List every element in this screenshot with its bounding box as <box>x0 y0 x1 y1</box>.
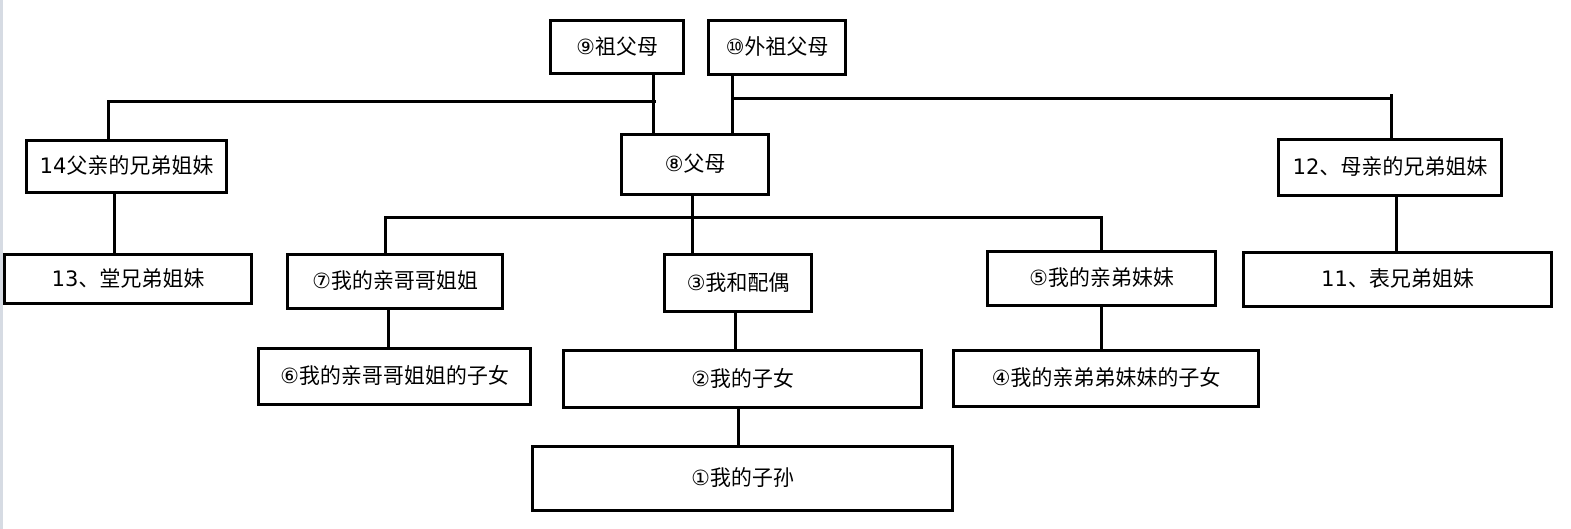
connector-line <box>691 195 694 255</box>
node-younger-siblings-children: ④我的亲弟弟妹妹的子女 <box>952 349 1260 408</box>
connector-line <box>1390 94 1393 140</box>
node-grandparents: ⑨祖父母 <box>549 19 685 75</box>
connector-line <box>387 308 390 348</box>
connector-line <box>1100 305 1103 351</box>
node-maternal-grandparents: ⑩外祖父母 <box>707 19 847 76</box>
node-my-grandchildren: ①我的子孙 <box>531 445 954 512</box>
connector-line <box>652 74 655 134</box>
node-maternal-cousins: 11、表兄弟姐妹 <box>1242 251 1553 308</box>
node-mother-siblings: 12、母亲的兄弟姐妹 <box>1277 138 1503 197</box>
left-edge-strip <box>0 0 3 529</box>
connector-line <box>734 310 737 350</box>
node-paternal-cousins: 13、堂兄弟姐妹 <box>3 253 253 305</box>
node-father-siblings: 14父亲的兄弟姐妹 <box>25 139 228 194</box>
connector-line <box>384 216 387 255</box>
connector-line <box>731 97 1393 100</box>
node-parents: ⑧父母 <box>620 133 770 196</box>
node-younger-siblings: ⑤我的亲弟妹妹 <box>986 250 1217 307</box>
connector-line <box>107 100 110 141</box>
connector-line <box>1100 216 1103 252</box>
node-elder-siblings: ⑦我的亲哥哥姐姐 <box>286 253 504 310</box>
node-my-children: ②我的子女 <box>562 349 923 409</box>
connector-line <box>384 216 1103 219</box>
connector-line <box>737 406 740 446</box>
connector-line <box>113 192 116 254</box>
node-me-and-spouse: ③我和配偶 <box>663 253 813 313</box>
connector-line <box>731 74 734 134</box>
connector-line <box>1395 195 1398 253</box>
node-elder-siblings-children: ⑥我的亲哥哥姐姐的子女 <box>257 347 532 406</box>
connector-line <box>107 100 656 103</box>
